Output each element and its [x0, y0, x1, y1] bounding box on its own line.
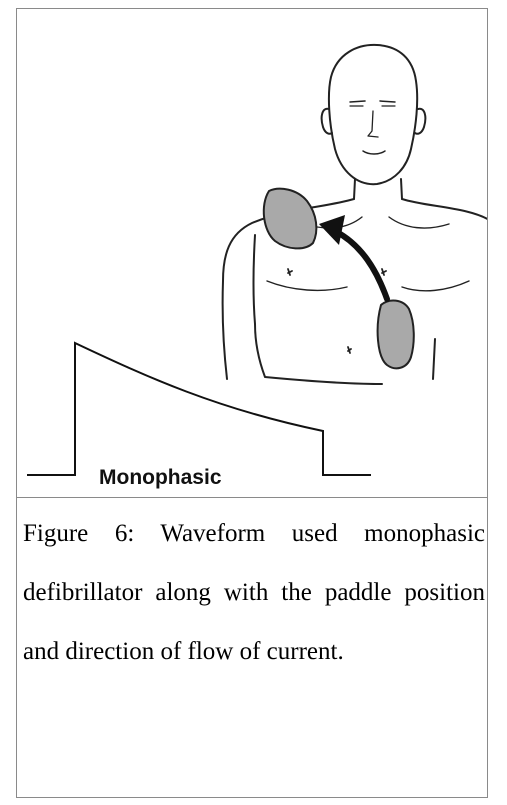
human-torso-icon — [223, 45, 487, 384]
current-arrow-icon — [319, 215, 387, 299]
figure-frame: Monophasic Figure 6: Waveform used monop… — [16, 8, 488, 798]
waveform-label: Monophasic — [99, 466, 222, 490]
figure-illustration: Monophasic — [17, 9, 487, 498]
figure-caption: Figure 6: Waveform used monophasic defib… — [23, 504, 485, 681]
illustration-svg — [17, 9, 487, 497]
paddle-icon — [264, 189, 414, 369]
waveform-icon — [27, 343, 371, 475]
